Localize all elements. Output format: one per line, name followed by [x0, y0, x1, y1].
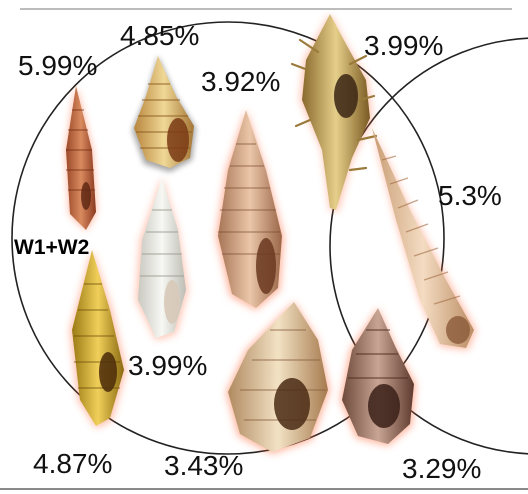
cream-frog-shell: [226, 302, 330, 454]
percent-label: 5.99%: [18, 52, 97, 80]
percent-label: 3.99%: [364, 32, 443, 60]
reddish-turrid-shell: [66, 86, 96, 230]
percent-label: 3.29%: [402, 455, 481, 483]
yellow-spindle-shell: [70, 250, 126, 428]
brown-ribbed-whelk-shell: [340, 308, 416, 446]
percent-label: 3.92%: [201, 68, 280, 96]
striped-whelk-shell: [132, 56, 196, 172]
tan-turrid-shell: [216, 110, 284, 310]
group-label: W1+W2: [14, 237, 89, 258]
percent-label: 4.85%: [120, 22, 199, 50]
percent-label: 3.43%: [164, 452, 243, 480]
auger-shell: [372, 128, 476, 350]
percent-label: 5.3%: [438, 182, 502, 210]
white-ribbed-shell: [136, 178, 188, 340]
percent-label: 3.99%: [128, 352, 207, 380]
percent-label: 4.87%: [33, 450, 112, 478]
